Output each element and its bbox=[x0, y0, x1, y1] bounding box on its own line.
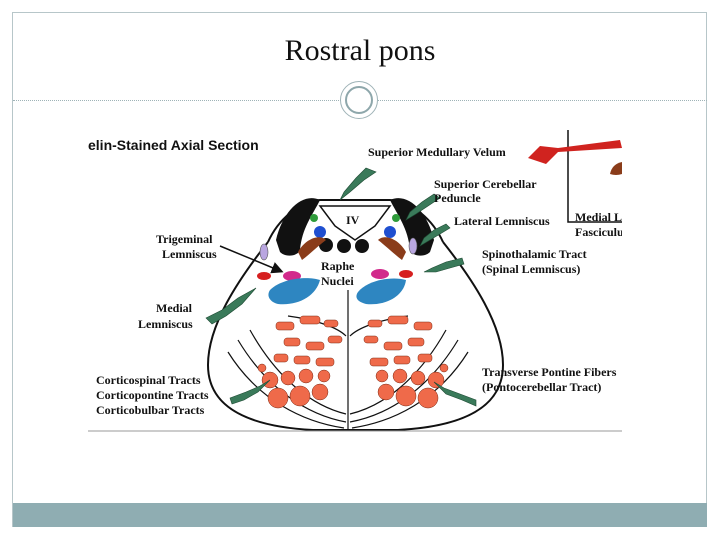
label-trigeminal-1: Trigeminal bbox=[156, 232, 213, 246]
label-superior-cerebellar-2: Peduncle bbox=[434, 191, 481, 205]
right-medial-lemniscus bbox=[356, 278, 406, 305]
rostral-pons-figure: elin-Stained Axial Section Medial L Fasc… bbox=[88, 130, 622, 432]
label-transverse-pontine-1: Transverse Pontine Fibers bbox=[482, 365, 617, 379]
label-spinothalamic-1: Spinothalamic Tract bbox=[482, 247, 587, 261]
label-corticopontine: Corticopontine Tracts bbox=[96, 388, 209, 402]
trigeminal-pointer bbox=[219, 245, 284, 274]
raphe-label-2: Nuclei bbox=[321, 274, 354, 288]
inset-box bbox=[567, 130, 622, 223]
right-green-nucleus bbox=[392, 214, 400, 222]
label-lateral-lemniscus: Lateral Lemniscus bbox=[454, 214, 550, 228]
right-brown-fiber bbox=[378, 237, 406, 260]
label-corticobulbar: Corticobulbar Tracts bbox=[96, 403, 205, 417]
ventricle-label: IV bbox=[346, 213, 360, 227]
left-trigeminal-lemniscus bbox=[283, 271, 301, 281]
red-arrow bbox=[528, 140, 622, 164]
left-medial-lemniscus bbox=[268, 278, 320, 305]
left-blue-nucleus bbox=[314, 226, 326, 238]
figure-header: elin-Stained Axial Section bbox=[88, 137, 259, 153]
label-medial-lemniscus-1: Medial bbox=[156, 301, 193, 315]
left-superior-cerebellar-peduncle bbox=[276, 198, 320, 256]
label-medial-lemniscus-2: Lemniscus bbox=[138, 317, 193, 331]
left-green-nucleus bbox=[310, 214, 318, 222]
right-spinothalamic-tract bbox=[399, 270, 413, 278]
left-brown-fiber bbox=[298, 237, 326, 260]
label-transverse-pontine-2: (Pontocerebellar Tract) bbox=[482, 380, 601, 394]
pons-diagram: elin-Stained Axial Section Medial L Fasc… bbox=[88, 130, 622, 432]
center-black-nucleus bbox=[337, 239, 351, 253]
right-trigeminal-lemniscus bbox=[371, 269, 389, 279]
divider-ornament-ring bbox=[345, 86, 373, 114]
label-trigeminal-2: Lemniscus bbox=[162, 247, 217, 261]
center-black-nucleus-2 bbox=[355, 239, 369, 253]
slide-title: Rostral pons bbox=[284, 34, 436, 67]
label-superior-cerebellar-1: Superior Cerebellar bbox=[434, 177, 537, 191]
left-lateral-lemniscus bbox=[259, 243, 269, 261]
pointer-arrows bbox=[205, 167, 477, 407]
inset-label-2: Fasciculu bbox=[575, 225, 622, 239]
pons-outline bbox=[206, 241, 505, 431]
corticospinal-tracts bbox=[257, 315, 449, 409]
label-superior-medullary-velum: Superior Medullary Velum bbox=[368, 145, 506, 159]
right-lateral-lemniscus bbox=[408, 237, 418, 255]
raphe-label-1: Raphe bbox=[321, 259, 355, 273]
fourth-ventricle bbox=[318, 205, 392, 241]
inset-label-1: Medial L bbox=[575, 210, 622, 224]
inset-brown-fiber bbox=[610, 162, 622, 175]
right-blue-nucleus bbox=[384, 226, 396, 238]
left-spinothalamic-tract bbox=[257, 272, 271, 280]
label-spinothalamic-2: (Spinal Lemniscus) bbox=[482, 262, 580, 276]
footer-bar bbox=[13, 503, 707, 527]
label-corticospinal: Corticospinal Tracts bbox=[96, 373, 201, 387]
